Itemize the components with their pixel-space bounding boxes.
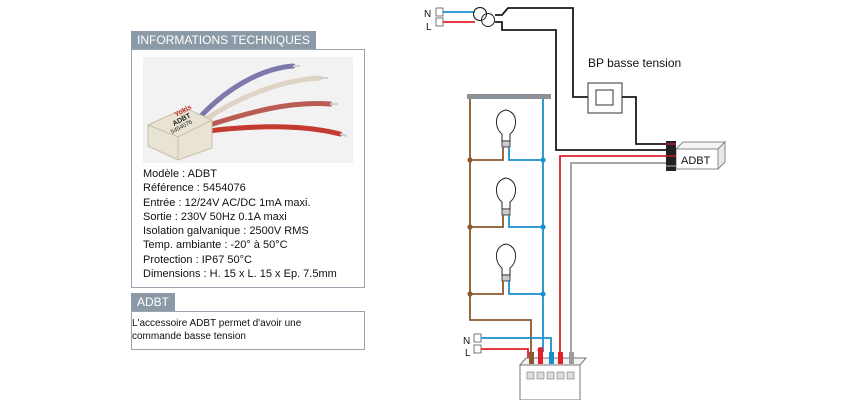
adbt-module-label: ADBT [681,155,711,167]
adbt-module [674,140,727,171]
pushbutton-icon[interactable] [587,82,623,114]
bottom-n-label: N [463,336,470,347]
controller-module [518,357,588,400]
spec-item: Protection : IP67 50°C [143,253,252,266]
transformer-icon [473,7,495,27]
spec-item: Sortie : 230V 50Hz 0.1A maxi [143,210,287,223]
pushbutton-label: BP basse tension [588,56,681,70]
terminal-bottom-l [473,344,482,354]
bottom-l-label: L [465,348,471,359]
adbt-panel-title: ADBT [131,293,176,311]
terminal-bottom-n [473,333,482,343]
top-n-label: N [424,9,431,20]
spec-list: Modèle : ADBT Référence : 5454076 Entrée… [143,167,337,281]
lamp-icon [496,177,516,216]
spec-item: Dimensions : H. 15 x L. 15 x Ep. 7.5mm [143,268,337,281]
spec-item: Entrée : 12/24V AC/DC 1mA maxi. [143,196,311,209]
spec-item: Référence : 5454076 [143,182,246,195]
lamp-rail [467,94,551,99]
terminal-top-n [435,7,444,17]
terminal-top-l [435,17,444,27]
info-panel-title: INFORMATIONS TECHNIQUES [131,31,316,49]
top-l-label: L [426,22,432,33]
spec-item: Modèle : ADBT [143,168,217,180]
lamp-icon [496,243,516,282]
adbt-panel [131,311,365,350]
spec-item: Temp. ambiante : -20° à 50°C [143,239,288,252]
lamp-icon [496,109,516,148]
spec-item: Isolation galvanique : 2500V RMS [143,225,309,238]
adbt-description: L'accessoire ADBT permet d'avoir une com… [132,318,302,342]
